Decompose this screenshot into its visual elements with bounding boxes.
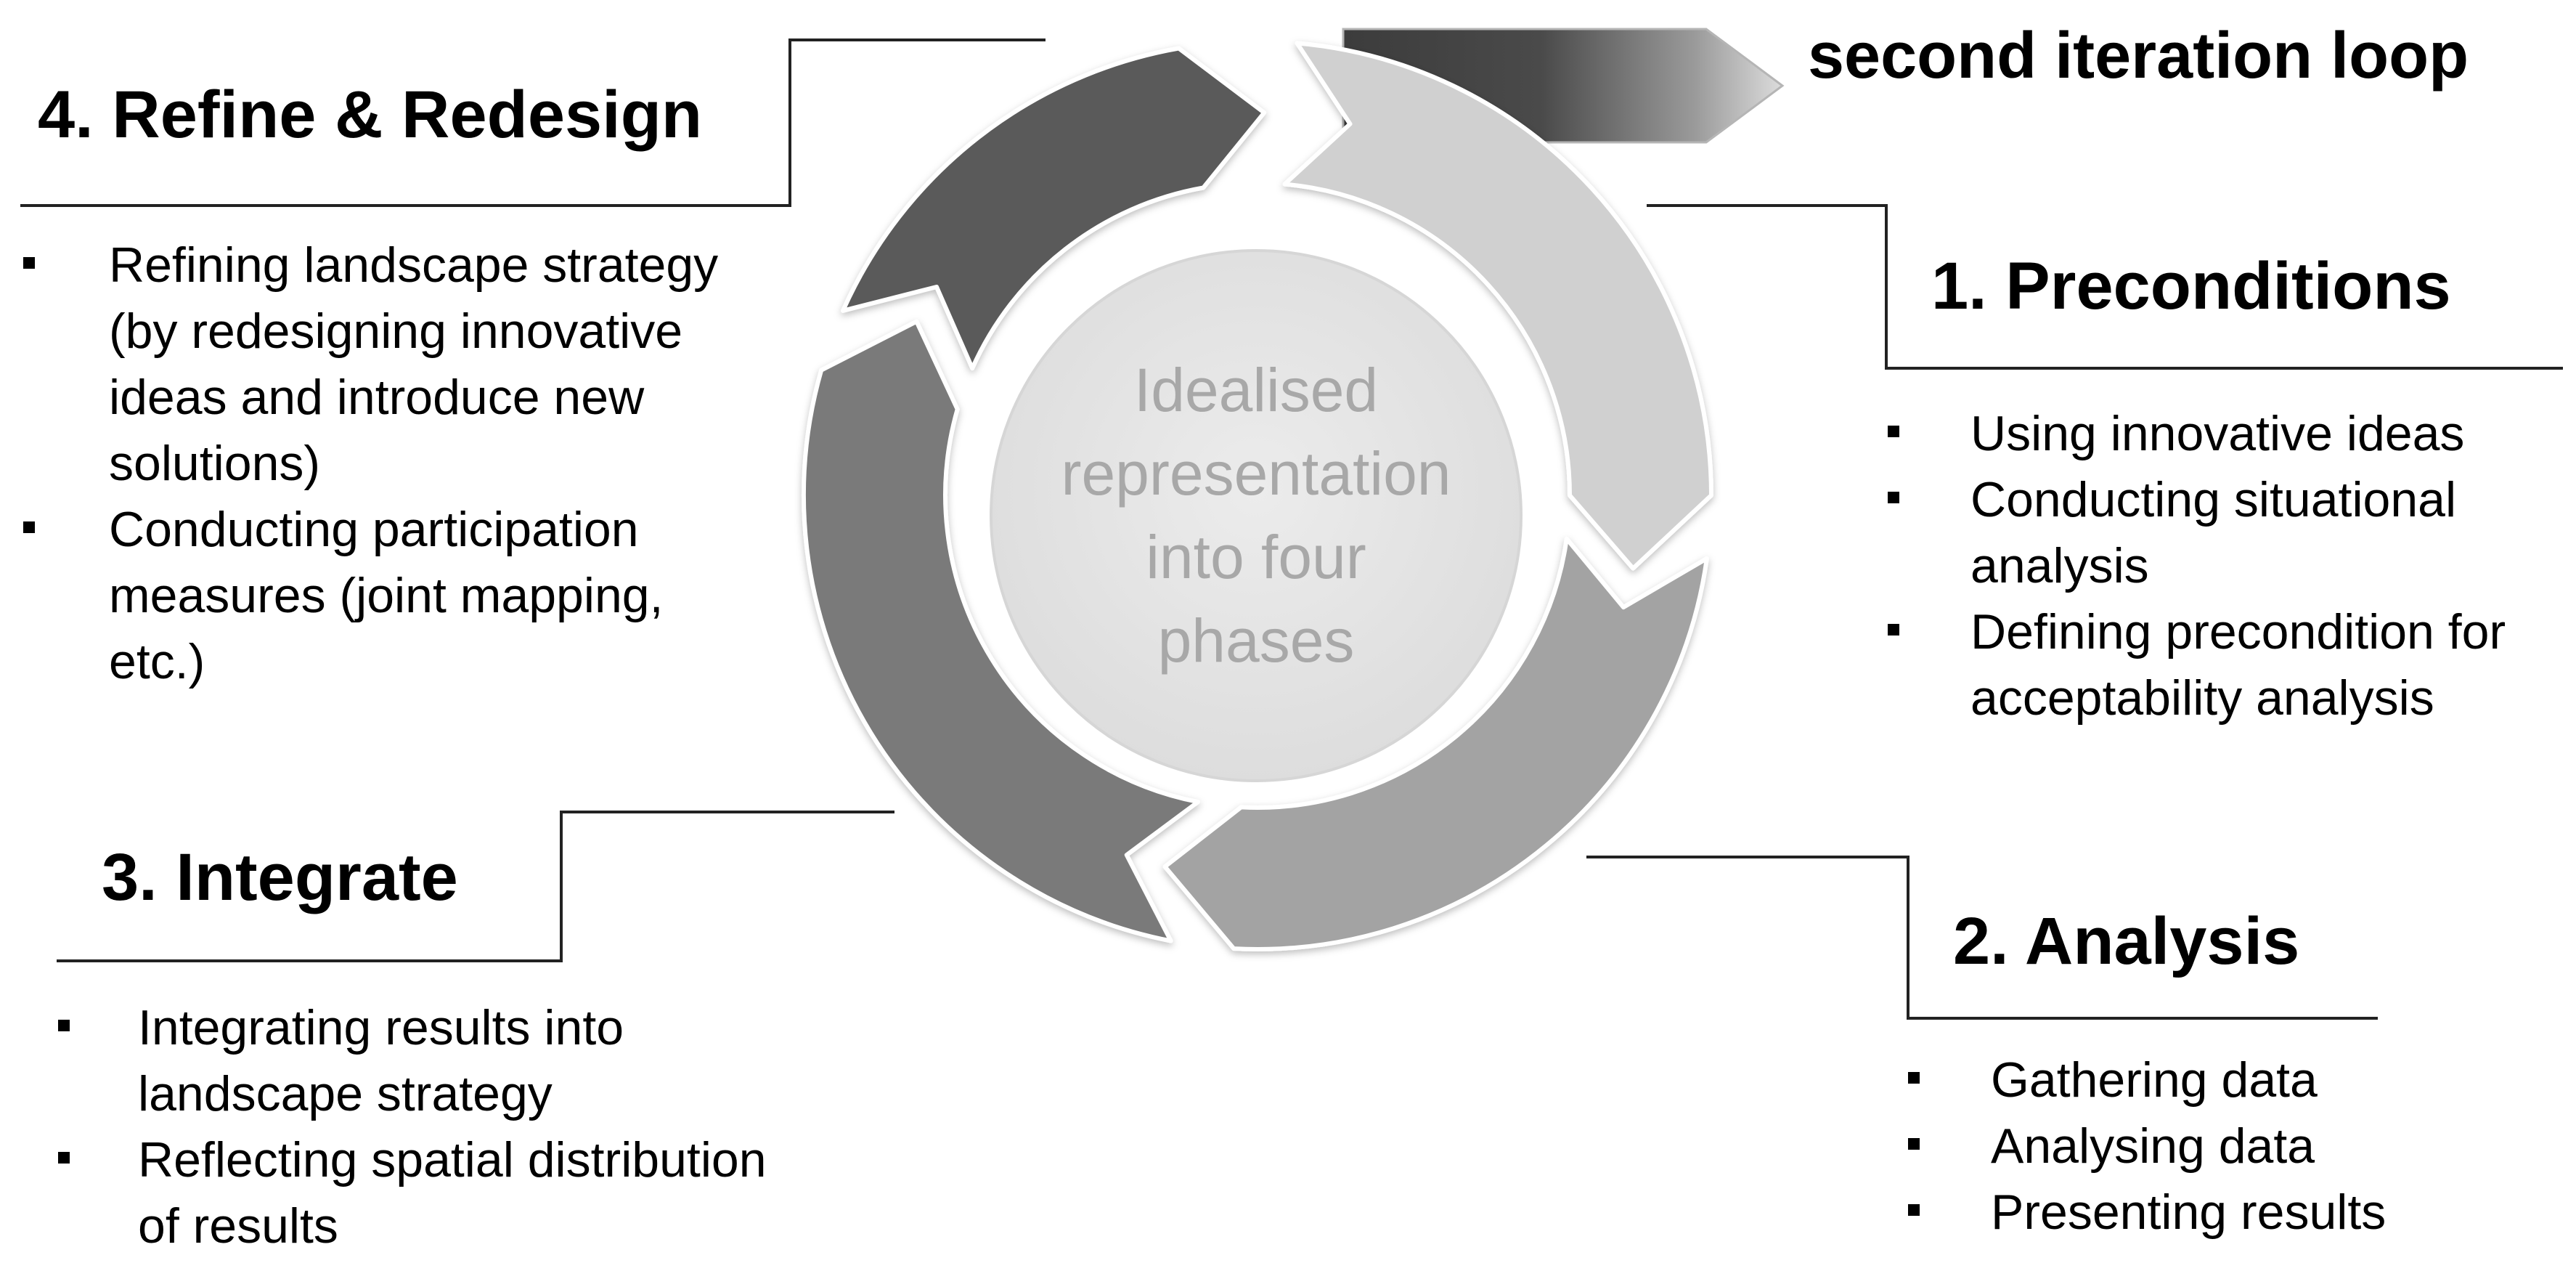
list-item: Using innovative ideas [1885, 401, 2575, 467]
list-item-line: Reflecting spatial distribution [138, 1132, 767, 1187]
list-item-line: (by redesigning innovative [109, 304, 683, 359]
connector-line-refine [20, 38, 1046, 207]
connector-line-analysis [1586, 856, 2378, 1020]
list-item-line: Presenting results [1991, 1185, 2387, 1240]
phase-bullets-analysis: Gathering data Analysing data Presenting… [1904, 1047, 2557, 1246]
phase-bullets-refine: Refining landscape strategy (by redesign… [23, 232, 836, 695]
cycle-arrow-integrate [802, 319, 1200, 943]
list-item-line: etc.) [109, 634, 205, 689]
square-bullet-icon [1908, 1204, 1920, 1216]
phase-title-refine: 4. Refine & Redesign [38, 78, 703, 152]
phase-bullets-integrate: Integrating results into landscape strat… [52, 995, 924, 1259]
list-item-line: Analysing data [1991, 1118, 2315, 1174]
list-item: Analysing data [1904, 1113, 2557, 1179]
square-bullet-icon [1888, 426, 1899, 437]
square-bullet-icon [1888, 492, 1899, 503]
list-item: Conducting situational analysis [1885, 467, 2575, 599]
cycle-arrow-preconditions [1282, 41, 1713, 571]
phase-bullets-preconditions: Using innovative ideas Conducting situat… [1885, 401, 2575, 731]
square-bullet-icon [58, 1020, 70, 1031]
center-label-line: into four [1146, 523, 1366, 591]
square-bullet-icon [1908, 1072, 1920, 1084]
list-item-line: acceptability analysis [1970, 670, 2434, 726]
square-bullet-icon [1888, 624, 1899, 636]
square-bullet-icon [23, 521, 35, 533]
list-item: Conducting participation measures (joint… [23, 497, 836, 695]
center-label-line: Idealised [1133, 356, 1379, 424]
center-label: Idealised representation into four phase… [1002, 349, 1510, 683]
list-item-line: ideas and introduce new [109, 370, 645, 425]
list-item: Integrating results into landscape strat… [52, 995, 924, 1127]
center-label-line: representation [1061, 439, 1451, 508]
cycle-arrow-analysis [1162, 536, 1709, 951]
list-item: Refining landscape strategy (by redesign… [23, 232, 836, 497]
center-label-line: phases [1157, 606, 1355, 675]
list-item: Reflecting spatial distribution of resul… [52, 1127, 924, 1259]
square-bullet-icon [58, 1152, 70, 1164]
connector-line-preconditions [1647, 204, 2563, 370]
list-item-line: solutions) [109, 436, 321, 491]
list-item-line: Defining precondition for [1970, 604, 2506, 659]
connector-line-integrate [57, 811, 894, 962]
list-item: Gathering data [1904, 1047, 2557, 1113]
phase-title-analysis: 2. Analysis [1953, 904, 2300, 978]
list-item-line: landscape strategy [138, 1066, 553, 1121]
list-item-line: Conducting participation [109, 502, 639, 557]
iteration-loop-label: second iteration loop [1808, 20, 2469, 92]
list-item-line: Gathering data [1991, 1052, 2318, 1108]
center-disc [990, 249, 1523, 782]
list-item-line: Using innovative ideas [1970, 406, 2465, 461]
phase-title-integrate: 3. Integrate [102, 840, 458, 914]
list-item: Presenting results [1904, 1179, 2557, 1246]
list-item-line: Refining landscape strategy [109, 237, 719, 293]
list-item-line: Conducting situational [1970, 472, 2457, 527]
square-bullet-icon [1908, 1138, 1920, 1150]
cycle-arrow-refine [841, 46, 1267, 371]
square-bullet-icon [23, 257, 35, 269]
list-item-line: measures (joint mapping, [109, 568, 664, 623]
list-item: Defining precondition for acceptability … [1885, 599, 2575, 731]
phase-title-preconditions: 1. Preconditions [1931, 249, 2451, 323]
list-item-line: Integrating results into [138, 1000, 624, 1055]
list-item-line: of results [138, 1198, 338, 1254]
list-item-line: analysis [1970, 538, 2149, 593]
